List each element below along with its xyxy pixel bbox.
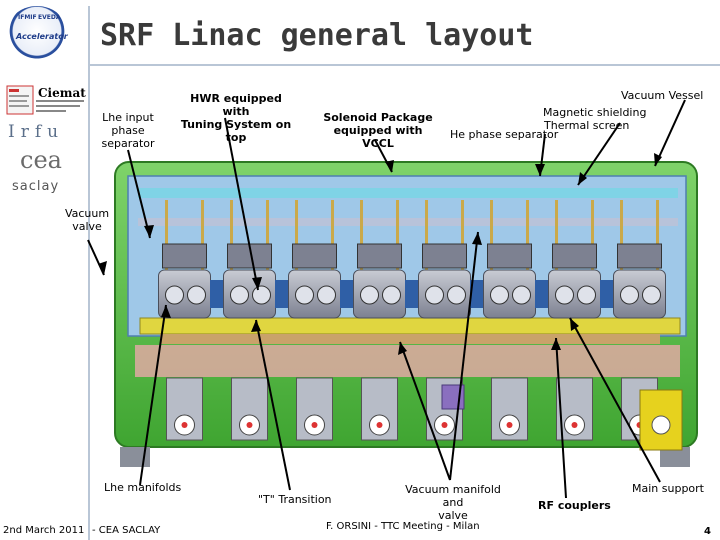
- label-rf-couplers: RF couplers: [538, 499, 611, 512]
- ifmif-logo: IFMIF EVEDA Accelerator: [6, 6, 68, 62]
- coupler-center: [246, 422, 253, 428]
- coupler-center: [441, 422, 448, 428]
- label-solenoid-package: Solenoid Package equipped with VCCL: [318, 111, 438, 150]
- coupler-center: [506, 422, 513, 428]
- solenoid: [340, 280, 354, 308]
- cavity-port: [620, 285, 639, 305]
- cavity-port: [252, 285, 271, 305]
- tuner-head: [552, 243, 597, 269]
- cavity-port: [187, 285, 206, 305]
- cavity-port: [295, 285, 314, 305]
- label-he-phase-separator: He phase separator: [450, 128, 559, 141]
- label-text: HWR equipped with Tuning System on top: [180, 92, 292, 144]
- leader-arrows: [87, 99, 686, 499]
- main-support-right: [660, 447, 690, 467]
- coupler-center: [376, 422, 383, 428]
- cavity-port: [577, 285, 596, 305]
- tuner-head: [487, 243, 532, 269]
- cavity-port: [382, 285, 401, 305]
- helium-manifold: [138, 218, 678, 226]
- footer-date: 2nd March 2011: [3, 525, 85, 536]
- cavity-port: [642, 285, 661, 305]
- label-hwr-tuning: HWR equipped with Tuning System on top: [176, 92, 296, 144]
- solenoid: [535, 280, 549, 308]
- left-divider: [88, 6, 90, 540]
- support-frame: [139, 317, 681, 335]
- label-text: Vacuum valve: [64, 207, 110, 233]
- solenoid: [405, 280, 419, 308]
- page-number: 4: [704, 526, 711, 537]
- cavity-port: [230, 285, 249, 305]
- beam-pipe: [160, 334, 660, 344]
- logo-text: EVEDA: [38, 14, 61, 21]
- ciemat-logo: Ciemat: [6, 84, 88, 118]
- coupler-center: [311, 422, 318, 428]
- tuner-head: [617, 243, 662, 269]
- ciemat-emblem-icon: [6, 85, 84, 115]
- cavity-port: [165, 285, 184, 305]
- label-text: Vacuum manifold and valve: [405, 483, 501, 522]
- arrow-heads: [98, 153, 662, 355]
- solenoid: [470, 280, 484, 308]
- cea-logo: cea: [20, 146, 62, 174]
- tuner-head: [162, 243, 207, 269]
- footer-meeting: F. ORSINI - TTC Meeting - Milan: [326, 521, 480, 532]
- title-divider: [90, 64, 720, 66]
- tuner-head: [422, 243, 467, 269]
- cavity-row: [158, 243, 666, 319]
- cavity-port: [425, 285, 444, 305]
- label-vacuum-manifold: Vacuum manifold and valve: [398, 483, 508, 522]
- tuner-head: [292, 243, 337, 269]
- label-magnetic-shielding: Magnetic shielding: [543, 106, 647, 119]
- logo-text: IFMIF: [18, 14, 37, 21]
- solenoid: [210, 280, 224, 308]
- cavity-port: [447, 285, 466, 305]
- solenoid: [275, 280, 289, 308]
- tuner-head: [357, 243, 402, 269]
- main-support-jack-flange: [651, 415, 671, 435]
- coupler-center: [571, 422, 578, 428]
- coupler-center: [181, 422, 188, 428]
- cavity-port: [490, 285, 509, 305]
- ciemat-logo-text: Ciemat: [38, 86, 86, 100]
- label-text: Lhe input phase separator: [101, 111, 155, 150]
- logo-text: Accelerator: [16, 32, 68, 41]
- magnetic-shielding: [138, 188, 678, 198]
- irfu-logo: Irfu: [8, 122, 65, 142]
- cavity-port: [555, 285, 574, 305]
- thermal-screen: [127, 175, 687, 337]
- cavity-port: [512, 285, 531, 305]
- label-thermal-screen: Thermal screen: [544, 119, 630, 132]
- page-title: SRF Linac general layout: [100, 18, 534, 53]
- label-lhe-input-phase-separator: Lhe input phase separator: [100, 111, 156, 150]
- hwr-cavity: [613, 269, 666, 319]
- label-vacuum-vessel: Vacuum Vessel: [621, 89, 704, 102]
- label-lhe-manifolds: Lhe manifolds: [104, 481, 182, 494]
- label-t-transition: "T" Transition: [258, 493, 332, 506]
- footer-org: - CEA SACLAY: [92, 525, 161, 536]
- label-main-support: Main support: [632, 482, 704, 495]
- solenoid: [600, 280, 614, 308]
- label-vacuum-valve: Vacuum valve: [64, 207, 110, 233]
- saclay-logo: saclay: [12, 179, 60, 194]
- label-text: Solenoid Package equipped with VCCL: [323, 111, 433, 150]
- cavity-port: [317, 285, 336, 305]
- cavity-port: [360, 285, 379, 305]
